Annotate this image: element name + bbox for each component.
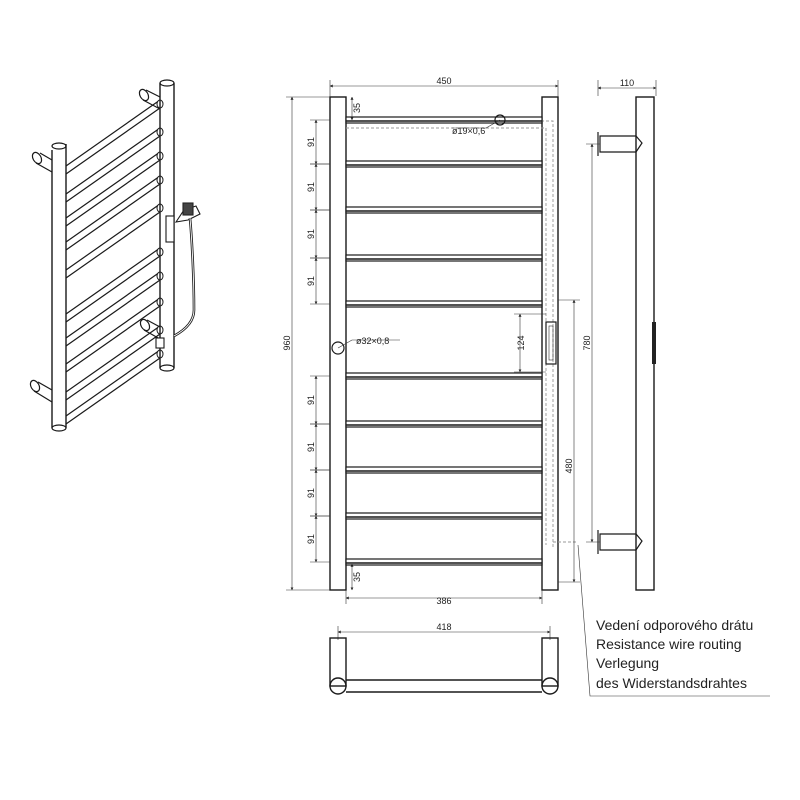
front-bar xyxy=(345,512,543,520)
small-pipe-label: ø19×0,6 xyxy=(452,126,485,136)
dim-bar-spacing: 91 xyxy=(306,276,316,286)
front-bar xyxy=(345,206,543,214)
note-line-de-2: des Widerstandsdrahtes xyxy=(596,675,747,691)
isometric-rung xyxy=(65,203,164,279)
dim-bar-length: 418 xyxy=(436,622,451,632)
front-bar xyxy=(345,420,543,428)
front-bar xyxy=(345,160,543,168)
dim-bottom-offset: 35 xyxy=(352,572,362,582)
front-bar xyxy=(345,254,543,262)
left-upright xyxy=(329,96,347,591)
dim-bar-spacing: 91 xyxy=(306,442,316,452)
bar-spacing-chain: 91 91 91 91 91 91 91 91 xyxy=(306,119,330,563)
dim-overall-width: 450 xyxy=(436,76,451,86)
wire-routing-path xyxy=(346,120,578,548)
dim-bar-spacing: 91 xyxy=(306,182,316,192)
front-bar xyxy=(345,116,543,124)
small-pipe-circle xyxy=(494,114,506,126)
dim-top-offset: 35 xyxy=(352,103,362,113)
front-bar xyxy=(345,372,543,380)
side-tube xyxy=(635,96,655,591)
front-dimensions: 450 960 91 91 91 91 91 91 91 91 35 35 386 124 4… xyxy=(282,76,580,606)
heater-box xyxy=(545,321,557,365)
dim-wire-height: 480 xyxy=(564,458,574,473)
isometric-brackets xyxy=(29,88,161,403)
dim-bar-spacing: 91 xyxy=(306,534,316,544)
isometric-rung xyxy=(65,325,164,401)
isometric-rung xyxy=(65,151,164,227)
front-bar xyxy=(345,466,543,474)
dim-side-depth: 110 xyxy=(620,78,634,88)
dim-bar-spacing: 91 xyxy=(306,395,316,405)
dim-inner-width: 386 xyxy=(436,596,451,606)
wire-routing-note: Vedení odporového drátu Resistance wire … xyxy=(577,544,770,697)
isometric-heater xyxy=(155,202,201,349)
isometric-rung xyxy=(65,127,164,203)
front-bars xyxy=(345,116,543,566)
dim-bar-spacing: 91 xyxy=(306,137,316,147)
dim-heater-box: 124 xyxy=(516,335,526,350)
isometric-rung xyxy=(65,247,164,323)
isometric-view xyxy=(29,79,201,432)
isometric-rung xyxy=(65,99,164,175)
isometric-rungs xyxy=(65,99,164,425)
note-line-de-1: Verlegung xyxy=(596,655,659,671)
isometric-rung xyxy=(65,175,164,251)
dim-mounting-height: 780 xyxy=(582,335,592,350)
dim-bar-spacing: 91 xyxy=(306,488,316,498)
side-view: 110 780 xyxy=(582,78,657,591)
front-bar xyxy=(345,300,543,308)
large-pipe-label: ø32×0,8 xyxy=(356,336,389,346)
large-pipe-circle xyxy=(331,341,345,355)
dim-overall-height: 960 xyxy=(282,335,292,350)
top-view: 418 xyxy=(329,622,559,695)
isometric-rung xyxy=(65,271,164,347)
isometric-rung xyxy=(65,297,164,373)
right-upright xyxy=(541,96,559,591)
front-bar xyxy=(345,558,543,566)
dim-bar-spacing: 91 xyxy=(306,229,316,239)
front-view: ø32×0,8 ø19×0,6 xyxy=(329,96,578,591)
note-line-en: Resistance wire routing xyxy=(596,636,742,652)
note-line-cs: Vedení odporového drátu xyxy=(596,617,753,633)
